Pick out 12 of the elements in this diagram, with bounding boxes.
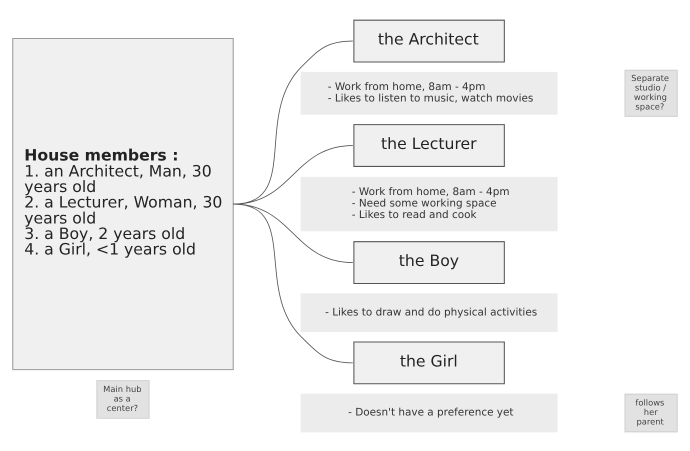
node-box: the Lecturer bbox=[353, 124, 505, 166]
connector bbox=[232, 203, 354, 363]
node-box: - Likes to draw and do physical activities bbox=[300, 292, 558, 332]
node-box: follows her parent bbox=[624, 393, 678, 432]
node-box: the Architect bbox=[353, 19, 505, 62]
node-box: the Girl bbox=[353, 340, 505, 384]
connector bbox=[232, 203, 354, 262]
node-box: House members : 1. an Architect, Man, 30 years old 2. a Lecturer, Woman, 30 years old 3. a Boy, 2 years old 4. a Girl, <1 years old bbox=[12, 37, 234, 370]
node-box: - Work from home, 8am - 4pm - Likes to listen to music, watch movies bbox=[300, 71, 558, 114]
node-box: Main hub as a center? bbox=[96, 380, 150, 418]
node-box: Separate studio / working space? bbox=[624, 69, 678, 116]
node-box: the Boy bbox=[353, 240, 505, 284]
